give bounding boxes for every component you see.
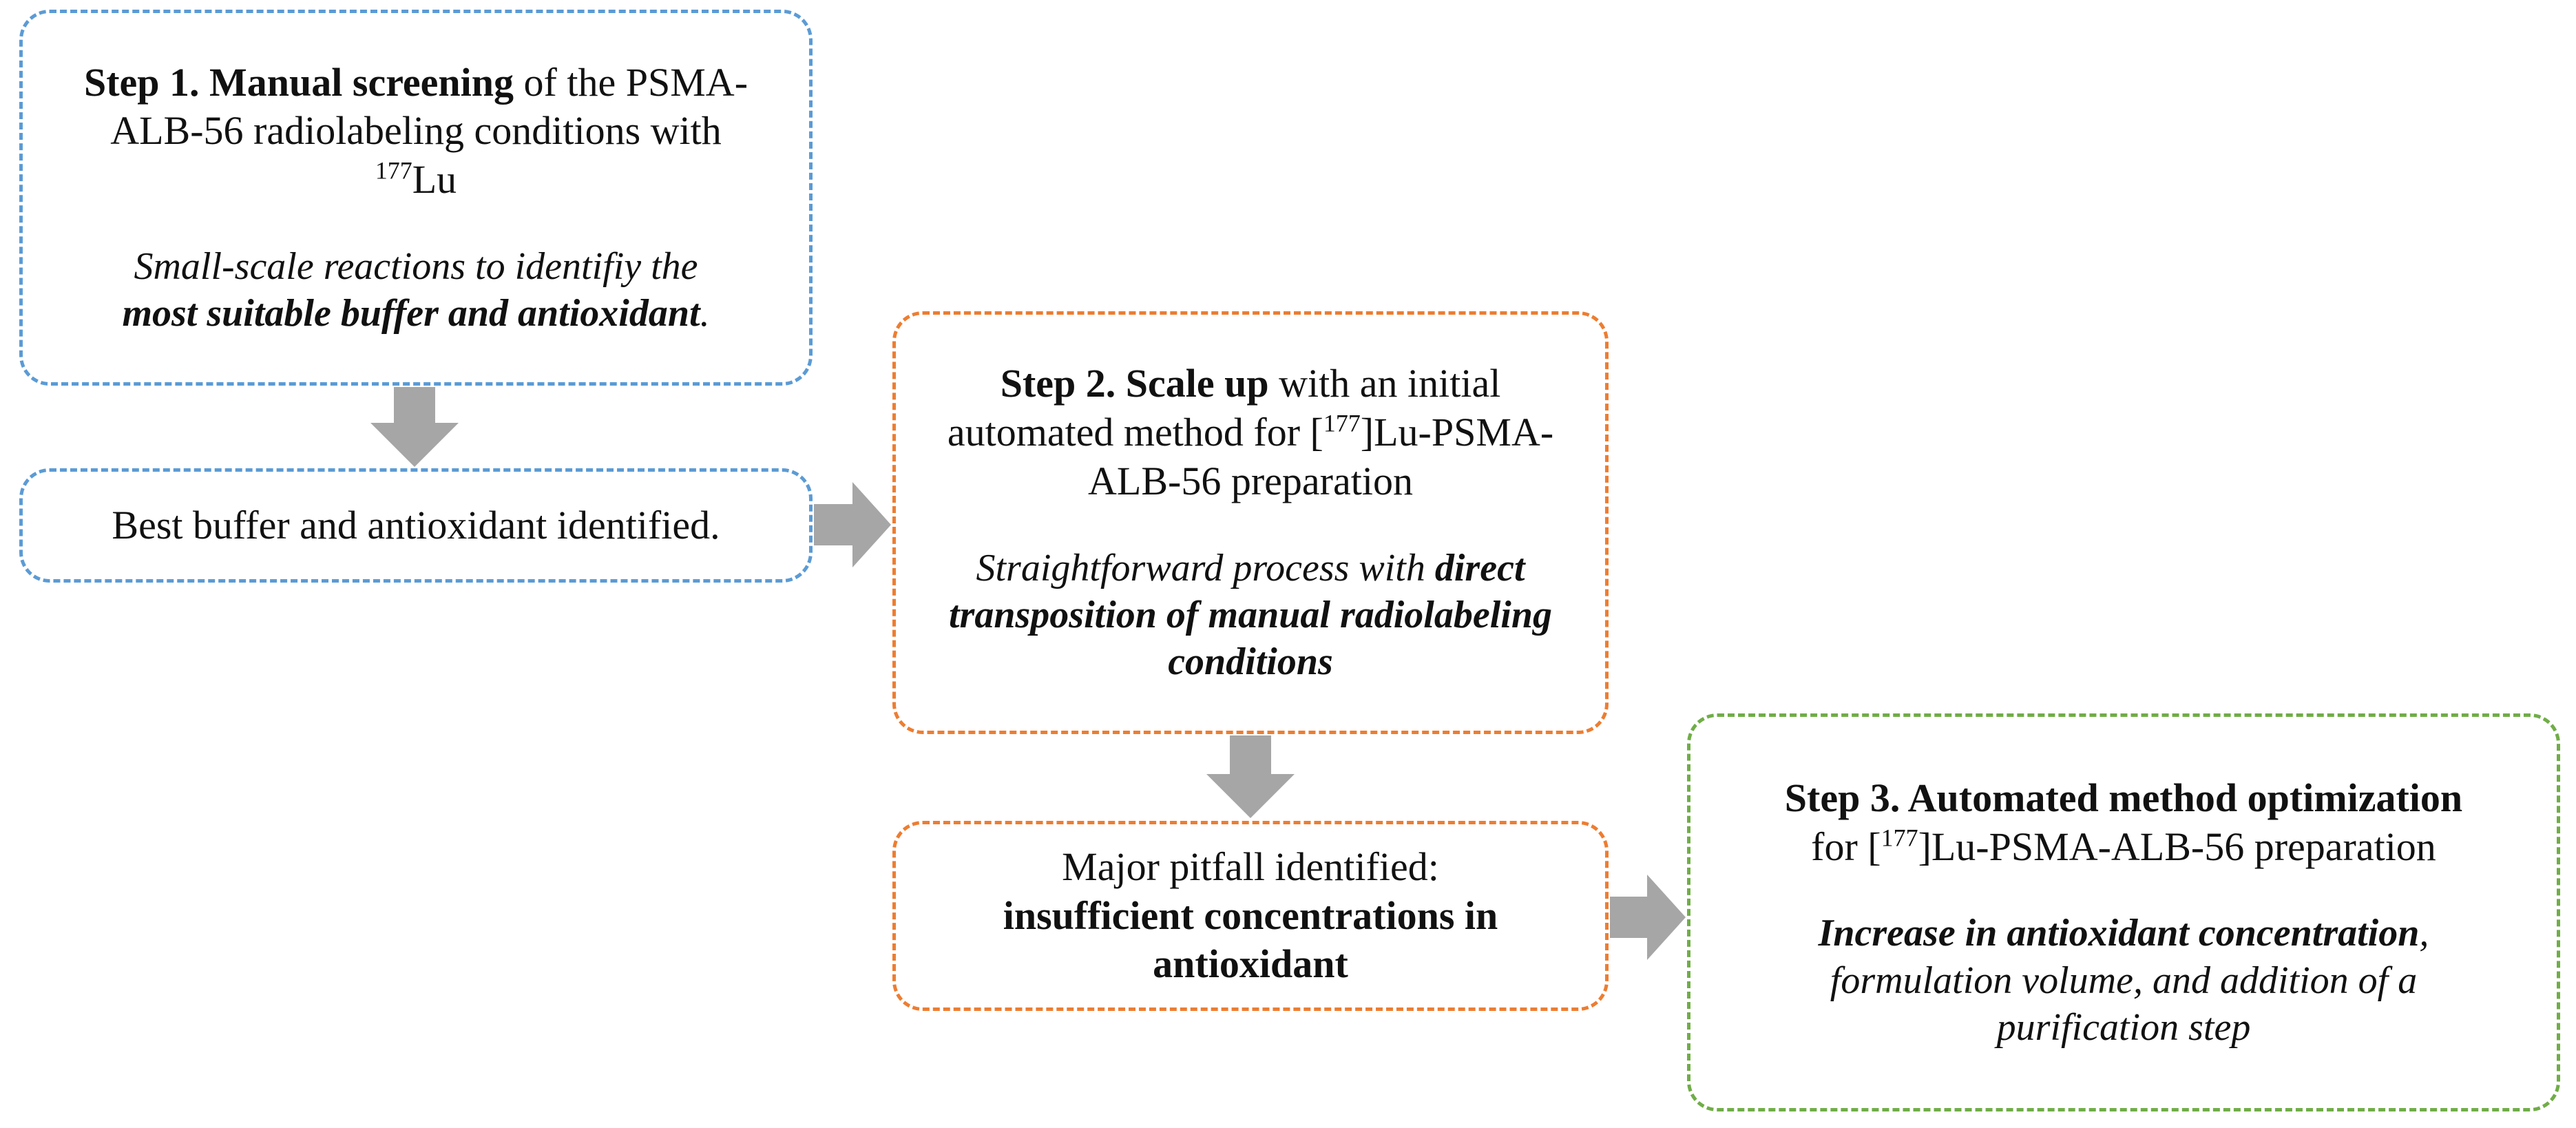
- step2-box: Step 2. Scale up with an initial automat…: [892, 311, 1609, 734]
- step1-desc-italic: Small-scale reactions to identifiy the: [134, 244, 698, 288]
- step1-sup: 177: [375, 156, 412, 185]
- step2-title: Step 2. Scale up with an initial automat…: [920, 359, 1581, 505]
- arrow-down-1-shape: [370, 387, 459, 467]
- step2-desc-bold: direct transposition of manual radiolabe…: [949, 546, 1552, 684]
- arrow-down-2: [1206, 735, 1295, 818]
- step2-title-rest: with an initial automated method for [: [947, 361, 1501, 455]
- result2-line1: Major pitfall identified:: [1062, 844, 1439, 889]
- step1-box: Step 1. Manual screening of the PSMA-ALB…: [19, 10, 813, 386]
- arrow-right-1: [814, 482, 891, 567]
- step3-description: Increase in antioxidant concentration, f…: [1752, 910, 2495, 1051]
- step3-title-rest: for [: [1811, 824, 1881, 869]
- step3-desc-bold: Increase in antioxidant concentration: [1818, 912, 2420, 955]
- step2-title-bold: Step 2. Scale up: [1000, 361, 1269, 406]
- result2-line2: insufficient concentrations in antioxida…: [1003, 892, 1498, 987]
- step1-desc-end: .: [700, 292, 710, 335]
- step2-sup: 177: [1323, 409, 1361, 437]
- step3-title-end: ]Lu-PSMA-ALB-56 preparation: [1918, 824, 2436, 869]
- step1-title-rest: of the PSMA-ALB-56 radiolabeling conditi…: [110, 59, 748, 154]
- result2-box: Major pitfall identified:insufficient co…: [892, 821, 1609, 1011]
- arrow-right-2: [1610, 875, 1686, 960]
- step1-title-bold: Step 1. Manual screening: [83, 59, 514, 105]
- arrow-down-1: [370, 387, 459, 467]
- step2-description: Straightforward process with direct tran…: [920, 545, 1581, 686]
- step3-desc-italic: , formulation volume, and addition of a …: [1830, 912, 2429, 1049]
- arrow-down-2-shape: [1206, 735, 1295, 818]
- step3-title-bold: Step 3. Automated method optimization: [1784, 775, 2463, 820]
- result1-text: Best buffer and antioxidant identified.: [112, 502, 720, 547]
- arrow-right-1-shape: [814, 482, 891, 567]
- step3-sup: 177: [1881, 824, 1918, 852]
- step1-title: Step 1. Manual screening of the PSMA-ALB…: [65, 59, 767, 205]
- step1-element: Lu: [412, 157, 457, 202]
- step2-title-end: ]Lu-PSMA-ALB-56 preparation: [1088, 410, 1554, 503]
- step2-desc-italic: Straightforward process with: [976, 546, 1435, 589]
- step1-desc-bold: most suitable buffer and antioxidant: [122, 292, 700, 335]
- arrow-right-2-shape: [1610, 875, 1686, 960]
- result1-box: Best buffer and antioxidant identified.: [19, 468, 813, 583]
- result2-text: Major pitfall identified:insufficient co…: [920, 843, 1581, 989]
